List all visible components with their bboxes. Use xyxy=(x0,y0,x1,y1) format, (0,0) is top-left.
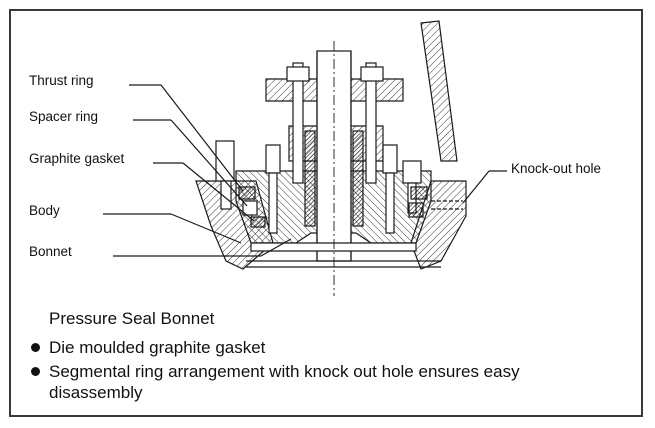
feature-text: Die moulded graphite gasket xyxy=(49,338,266,357)
gland-bolt-left xyxy=(292,62,304,184)
feature-list: Die moulded graphite gasket Segmental ri… xyxy=(27,337,607,406)
feature-text: Segmental ring arrangement with knock ou… xyxy=(49,362,520,402)
feature-item: Die moulded graphite gasket xyxy=(27,337,607,358)
gland-bolt-right xyxy=(365,62,377,184)
spacer-ring xyxy=(242,200,258,216)
yoke-arm xyxy=(420,20,458,162)
label-bonnet: Bonnet xyxy=(29,244,72,259)
thrust-ring xyxy=(238,186,256,200)
label-spacer-ring: Spacer ring xyxy=(29,109,99,124)
stud-right-outer xyxy=(402,160,422,184)
label-body: Body xyxy=(29,203,60,218)
label-thrust-ring: Thrust ring xyxy=(29,73,94,88)
feature-item: Segmental ring arrangement with knock ou… xyxy=(27,361,607,403)
bullet-icon xyxy=(31,367,40,376)
leader-knock-out-hole xyxy=(462,170,490,204)
pressure-seal-bonnet-drawing xyxy=(103,20,507,296)
stud-right-inner xyxy=(382,144,398,174)
graphite-gasket xyxy=(250,216,266,228)
label-knock-out-hole: Knock-out hole xyxy=(511,161,602,176)
stud-left-inner xyxy=(265,144,281,174)
caption: Pressure Seal Bonnet xyxy=(49,309,215,328)
bullet-icon xyxy=(31,343,40,352)
label-graphite-gasket: Graphite gasket xyxy=(29,151,125,166)
figure-frame: Thrust ring Spacer ring Graphite gasket … xyxy=(9,9,643,417)
